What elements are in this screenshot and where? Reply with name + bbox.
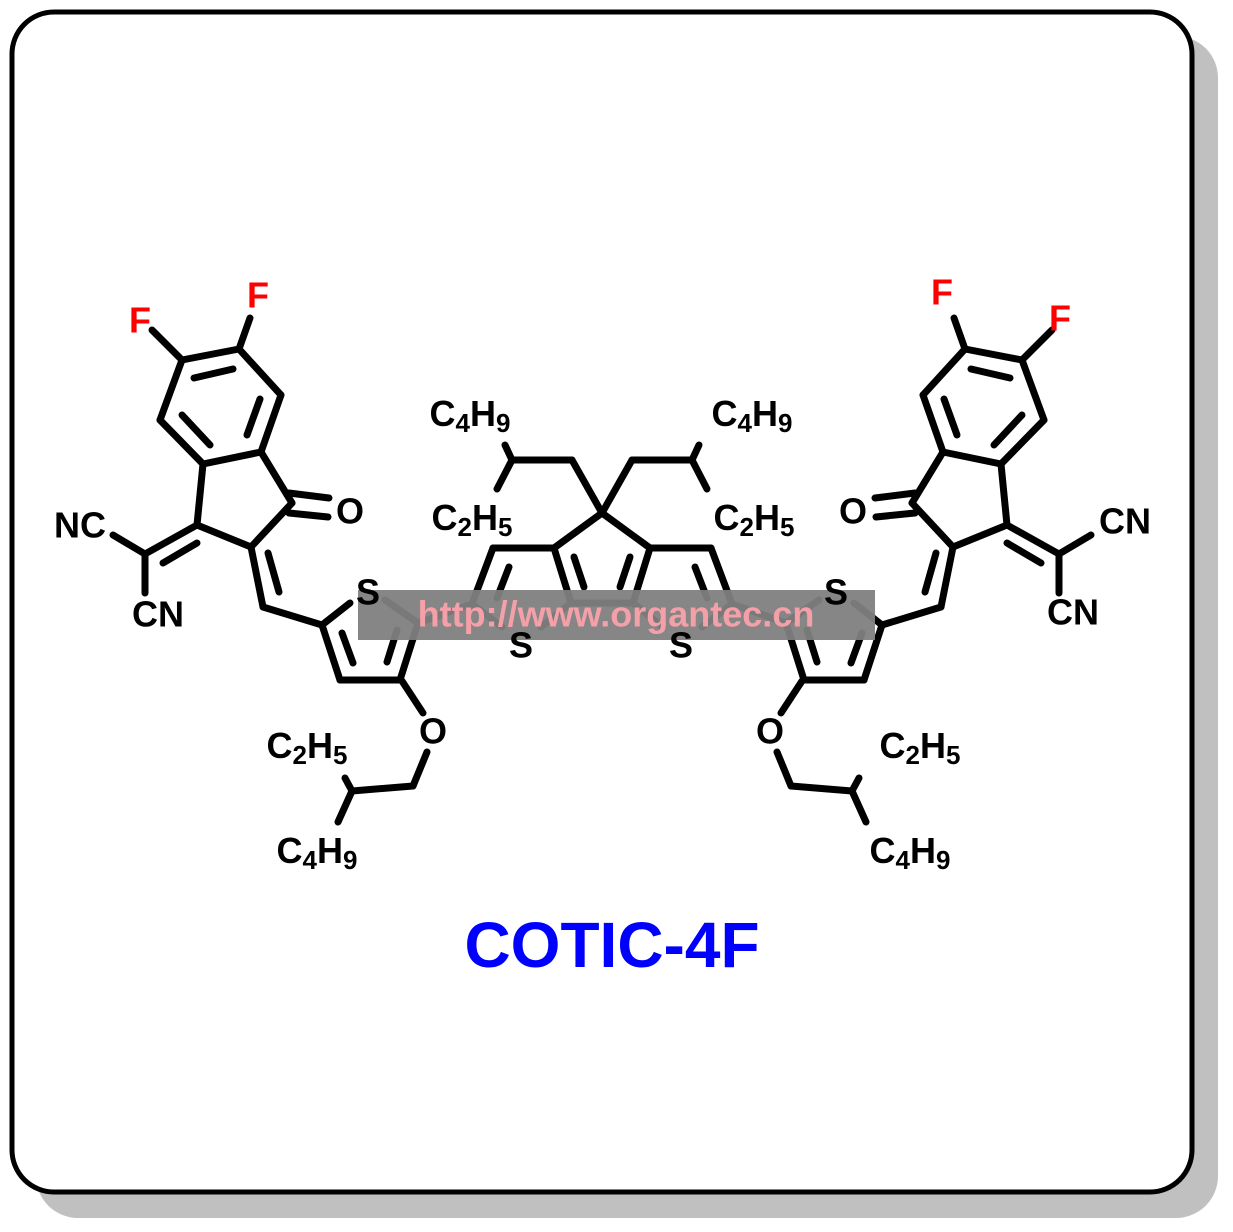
bond-line	[178, 345, 243, 364]
bond-line	[348, 782, 417, 795]
bond-line	[568, 456, 606, 517]
oxygen-label: O	[419, 711, 447, 752]
fluorine-label: F	[931, 272, 953, 313]
bond-line	[688, 456, 711, 493]
fluorine-label: F	[247, 275, 269, 316]
bond-line	[919, 391, 947, 456]
bond-line	[921, 549, 940, 596]
bond-line	[257, 391, 285, 456]
bond-line	[871, 489, 919, 502]
bond-line	[109, 531, 149, 558]
bond-line	[259, 603, 326, 629]
substituent-labels: C4H9 C2H5 C4H9 C2H5 C2H5 C4H9 C2H5 C4H9	[267, 393, 961, 876]
sulfur-label: S	[356, 572, 380, 613]
ethyl-label: C2H5	[432, 497, 513, 543]
bond-line	[318, 621, 344, 684]
nitrile-label: CN	[132, 594, 184, 635]
bond-line	[937, 543, 957, 611]
watermark-text: http://www.organtec.cn	[418, 594, 815, 635]
bond-line	[235, 345, 285, 399]
bond-line	[190, 365, 237, 382]
bond-line	[860, 621, 886, 684]
bond-line	[777, 677, 806, 717]
ethyl-label: C2H5	[714, 497, 795, 543]
bond-line	[1018, 356, 1048, 424]
bond-line	[334, 787, 356, 826]
bond-line	[156, 416, 207, 468]
oxygen-label: O	[336, 491, 364, 532]
bond-line	[156, 356, 186, 424]
bond-line	[199, 448, 265, 468]
bond-line	[264, 549, 283, 596]
bond-line	[409, 748, 431, 790]
bond-line	[1018, 326, 1056, 364]
butyl-label: C4H9	[430, 393, 511, 439]
bond-line	[193, 521, 255, 551]
bond-line	[570, 553, 588, 591]
bond-line	[939, 448, 1005, 468]
oxygen-label: O	[756, 711, 784, 752]
bond-line	[1003, 521, 1063, 558]
bond-line	[997, 416, 1048, 468]
sulfur-label: S	[509, 625, 533, 666]
bond-line	[949, 521, 1011, 551]
sulfur-label: S	[669, 625, 693, 666]
bond-line	[493, 456, 516, 493]
bond-line	[550, 509, 606, 552]
bond-line	[247, 543, 267, 611]
sulfur-label: S	[824, 572, 848, 613]
bond-line	[193, 460, 207, 529]
bond-line	[398, 677, 427, 717]
nitrile-label: CN	[1047, 592, 1099, 633]
bond-line	[950, 314, 969, 353]
bond-line	[338, 629, 357, 667]
fluorine-label: F	[1049, 298, 1071, 339]
butyl-label: C4H9	[712, 393, 793, 439]
bond-line	[919, 345, 969, 399]
bond-line	[997, 460, 1011, 529]
compound-title: COTIC-4F	[464, 909, 759, 981]
bond-line	[908, 499, 957, 551]
bond-line	[247, 499, 296, 551]
bond-line	[141, 521, 201, 558]
bond-line	[872, 509, 919, 521]
bond-line	[878, 603, 945, 629]
bond-line	[990, 411, 1026, 449]
bond-line	[598, 456, 636, 517]
bond-line	[787, 782, 856, 795]
butyl-label: C4H9	[870, 830, 951, 876]
bond-line	[285, 509, 332, 521]
bond-line	[318, 599, 354, 629]
bond-line	[940, 395, 961, 439]
atom-labels: F F F F NC CN CN CN O O O O S S S S	[54, 272, 1151, 752]
bond-line	[159, 539, 201, 567]
bond-line	[148, 326, 186, 364]
bond-line	[178, 411, 214, 449]
ethyl-label: C2H5	[267, 725, 348, 771]
nitrile-label: NC	[54, 505, 106, 546]
bond-line	[1003, 539, 1045, 567]
bond-line	[616, 553, 634, 591]
bond-line	[961, 345, 1026, 364]
bond-line	[598, 509, 654, 552]
bond-line	[848, 787, 870, 826]
bond-line	[235, 314, 254, 353]
bond-line	[773, 748, 795, 790]
bond-line	[1055, 531, 1095, 558]
bond-line	[967, 365, 1014, 382]
butyl-label: C4H9	[277, 830, 358, 876]
ethyl-label: C2H5	[880, 725, 961, 771]
bond-line	[243, 395, 264, 439]
fluorine-label: F	[129, 300, 151, 341]
nitrile-label: CN	[1099, 501, 1151, 542]
watermark-background	[358, 590, 875, 640]
oxygen-label: O	[839, 491, 867, 532]
bond-line	[285, 489, 333, 502]
